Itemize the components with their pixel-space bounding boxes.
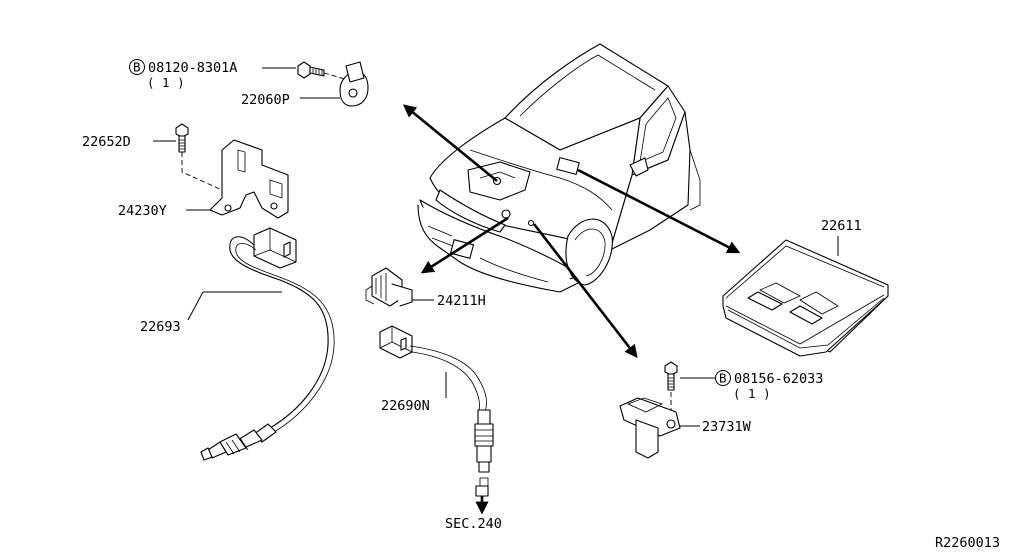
crank-sensor-assembly <box>619 361 716 459</box>
knock-sensor-assembly <box>297 61 369 107</box>
bolt-b2-prefix: B <box>719 371 727 386</box>
arrow-to-knock-sensor <box>402 104 498 183</box>
rear-o2-sensor-assembly <box>187 227 335 461</box>
knock-sensor-icon <box>339 61 369 107</box>
clip-icon <box>365 267 413 307</box>
label-rear-o2-sensor: 22693 <box>140 319 181 335</box>
bracket-icon <box>209 139 289 219</box>
ecm-icon <box>722 239 889 357</box>
label-front-o2-sensor: 22690N <box>381 398 430 414</box>
o2-sensor-probe-2-icon <box>474 409 494 487</box>
bolt-b2-icon <box>664 361 678 391</box>
bolt-b1-number: 08120-8301A <box>148 60 237 76</box>
o2-sensor-probe-icon <box>200 423 277 461</box>
bolt-b2-number: 08156-62033 <box>734 371 823 387</box>
bolt-b2-qty: ( 1 ) <box>733 386 771 401</box>
bolt-b1-icon <box>297 61 325 79</box>
label-bolt-b2: B 08156-62033 ( 1 ) <box>715 370 823 401</box>
arrow-to-crank-sensor <box>532 223 638 359</box>
label-bolt-22652d: 22652D <box>82 134 131 150</box>
bolt-b1-prefix: B <box>133 60 141 75</box>
crank-sensor-icon <box>619 397 681 459</box>
connector-2-icon <box>379 325 413 359</box>
label-crank-sensor: 23731W <box>702 419 752 435</box>
front-o2-sensor-assembly <box>379 325 494 487</box>
figure-id: R2260013 <box>935 535 1000 551</box>
clip-assembly <box>365 267 434 307</box>
connector-icon <box>253 227 297 269</box>
vehicle-illustration <box>417 43 701 293</box>
label-knock-sensor: 22060P <box>241 92 290 108</box>
label-bracket: 24230Y <box>118 203 167 219</box>
label-bolt-b1: B 08120-8301A ( 1 ) <box>129 59 296 90</box>
bolt-22652d-icon <box>175 123 189 153</box>
label-clip: 24211H <box>437 293 486 309</box>
bolt-b1-qty: ( 1 ) <box>147 75 185 90</box>
arrow-to-clip <box>420 216 509 274</box>
label-ecm: 22611 <box>821 218 862 234</box>
label-section-ref[interactable]: SEC.240 <box>445 516 502 532</box>
bracket-assembly <box>153 123 289 219</box>
ecm-assembly <box>722 236 889 357</box>
arrow-to-ecm <box>577 168 741 254</box>
locator-arrows <box>402 104 741 515</box>
